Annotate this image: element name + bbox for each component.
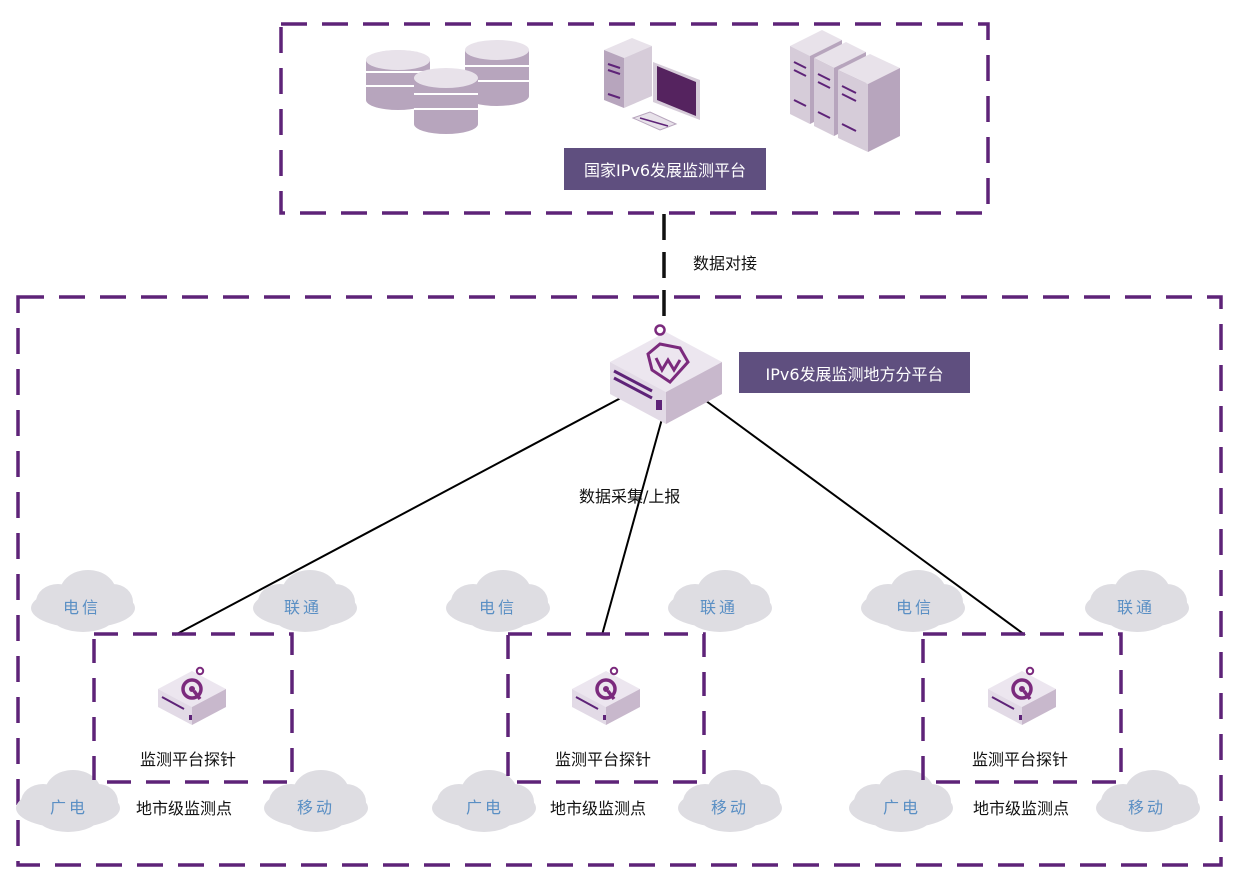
data-collect-label: 数据采集/上报 bbox=[579, 487, 681, 506]
database-icon bbox=[366, 40, 529, 134]
probe-label: 监测平台探针 bbox=[555, 750, 652, 769]
probe-label: 监测平台探针 bbox=[140, 750, 237, 769]
national-platform-label: 国家IPv6发展监测平台 bbox=[564, 148, 766, 190]
probe-device-icon bbox=[570, 666, 642, 727]
national-platform-boundary bbox=[279, 22, 990, 215]
cloud-label-unicom: 联通 bbox=[1117, 598, 1156, 617]
cloud-label-telecom: 电信 bbox=[63, 598, 102, 617]
regional-platform-label: IPv6发展监测地方分平台 bbox=[739, 352, 970, 393]
site-label: 地市级监测点 bbox=[973, 799, 1070, 818]
site-label: 地市级监测点 bbox=[136, 799, 233, 818]
collect-line-3 bbox=[697, 394, 1026, 636]
site-boundary-3 bbox=[921, 632, 1123, 784]
collect-line-2 bbox=[601, 407, 666, 636]
data-link-label: 数据对接 bbox=[693, 254, 758, 273]
workstation-icon bbox=[604, 38, 700, 131]
regional-boundary bbox=[16, 295, 1223, 867]
server-rack-icon bbox=[790, 30, 900, 152]
cloud-label-unicom: 联通 bbox=[700, 598, 739, 617]
collect-line-1 bbox=[174, 391, 633, 636]
site-label: 地市级监测点 bbox=[550, 799, 647, 818]
cloud-label-broadcast: 广电 bbox=[466, 798, 505, 817]
site-boundary-2 bbox=[506, 632, 706, 784]
cloud-label-telecom: 电信 bbox=[896, 598, 935, 617]
probe-device-icon bbox=[986, 666, 1058, 727]
cloud-label-telecom: 电信 bbox=[479, 598, 518, 617]
cloud-label-broadcast: 广电 bbox=[883, 798, 922, 817]
cloud-label-broadcast: 广电 bbox=[50, 798, 89, 817]
probe-device-icon bbox=[156, 666, 228, 727]
probe-label: 监测平台探针 bbox=[972, 750, 1069, 769]
cloud-label-mobile: 移动 bbox=[1128, 798, 1167, 817]
cloud-label-unicom: 联通 bbox=[284, 598, 323, 617]
regional-platform-device-icon bbox=[610, 324, 722, 424]
cloud-label-mobile: 移动 bbox=[297, 798, 336, 817]
cloud-label-mobile: 移动 bbox=[711, 798, 750, 817]
site-boundary-1 bbox=[92, 632, 294, 784]
